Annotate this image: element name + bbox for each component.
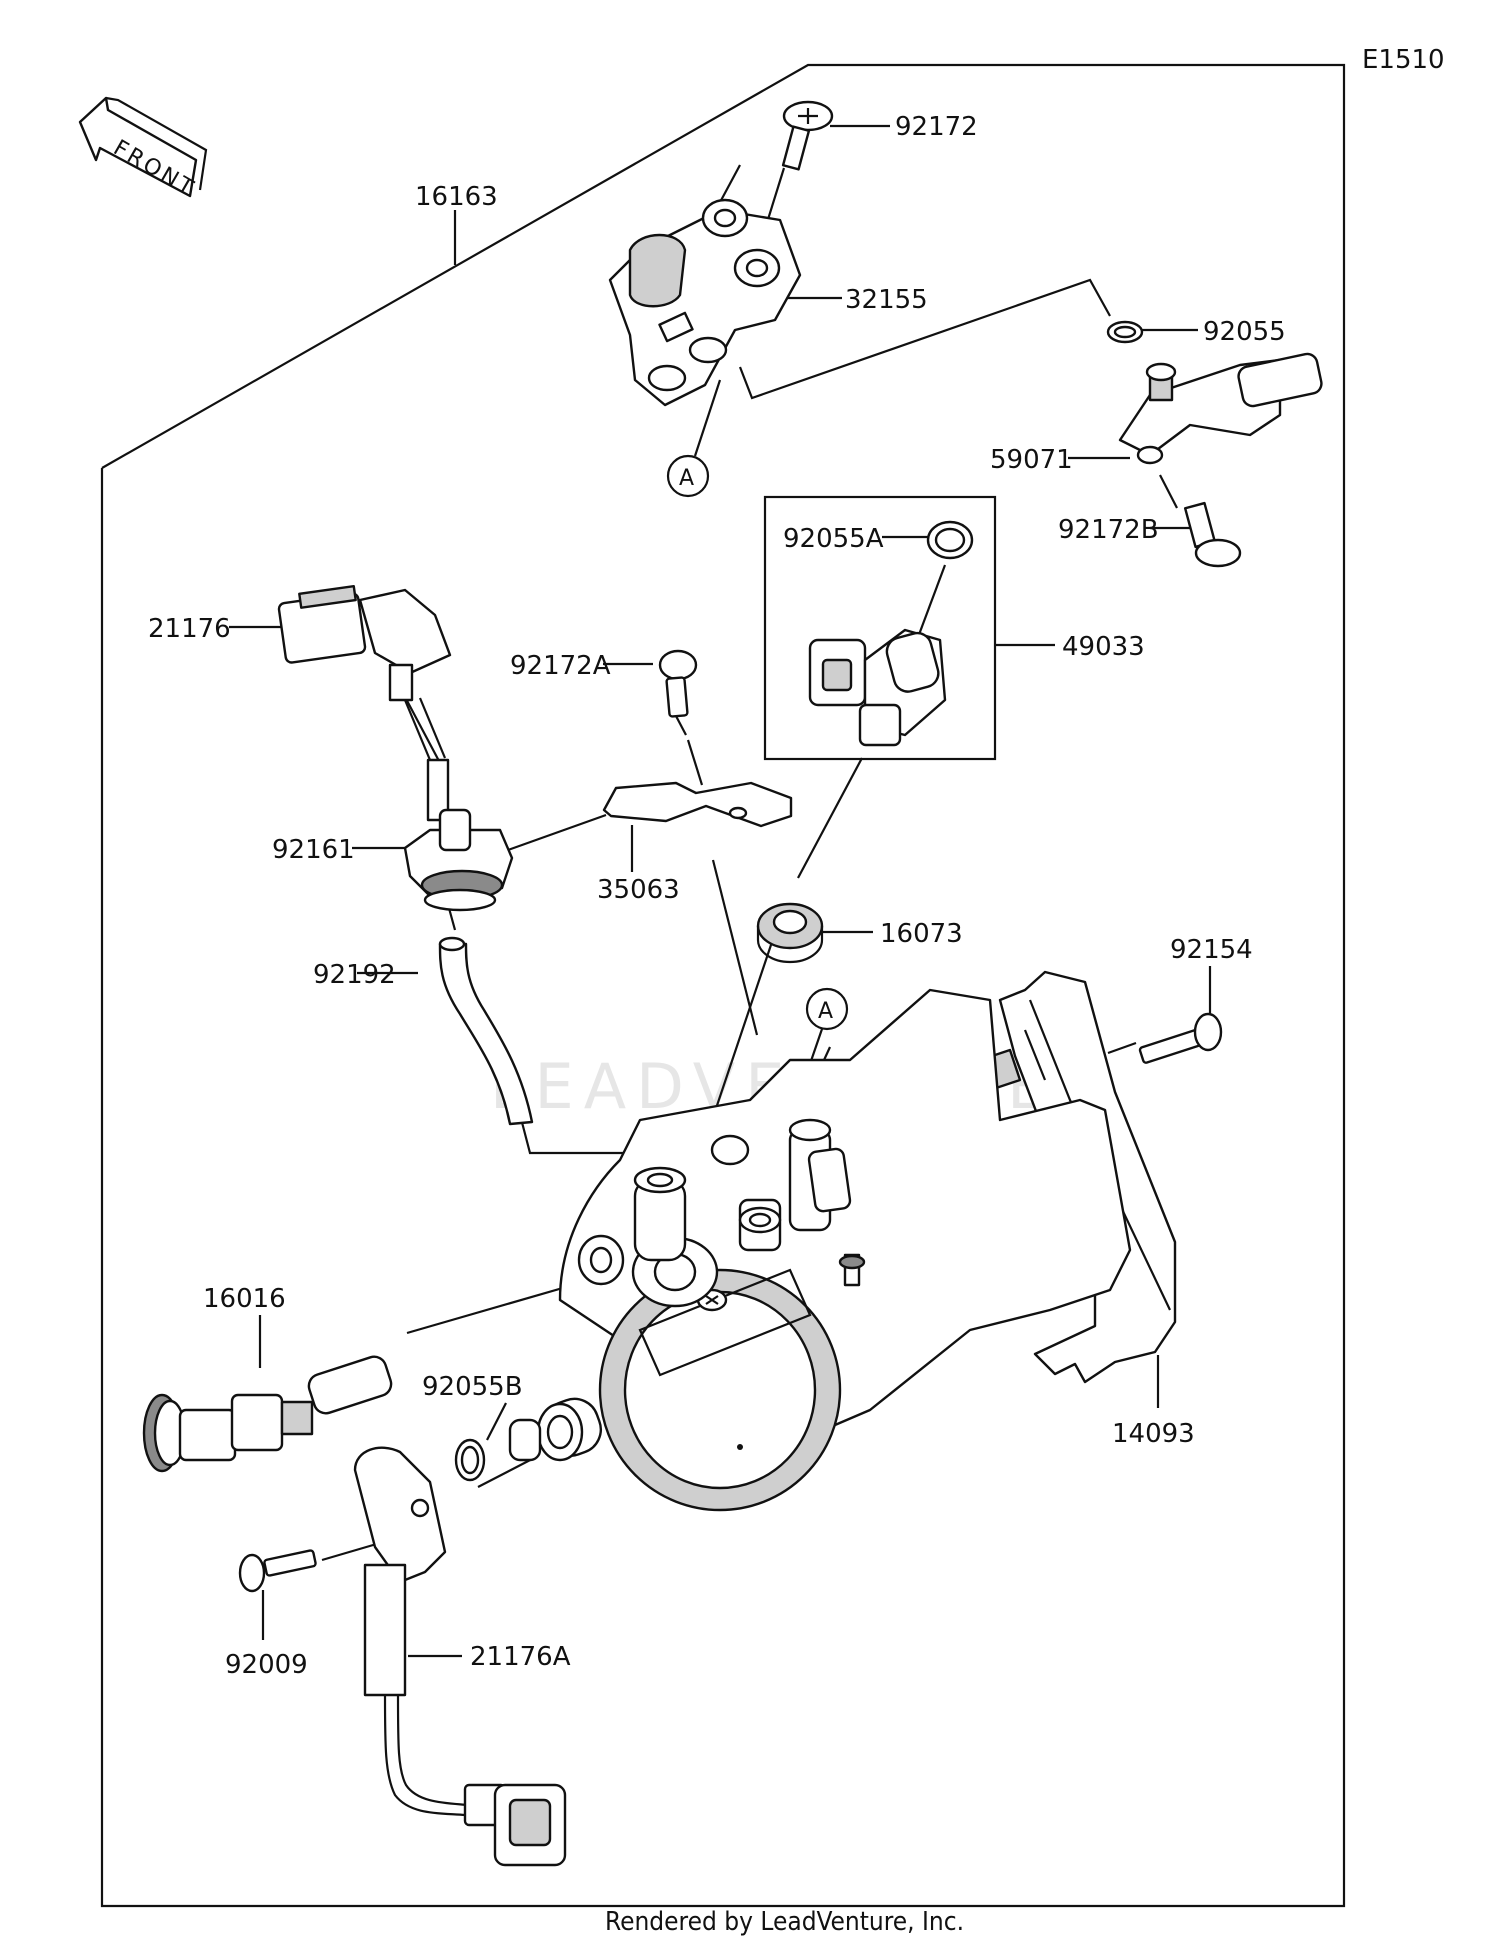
- label-49033: 49033: [1062, 632, 1145, 662]
- svg-text:A: A: [679, 466, 694, 491]
- label-92055: 92055: [1203, 317, 1286, 347]
- label-14093: 14093: [1112, 1419, 1195, 1449]
- grommet-92161[interactable]: [403, 808, 514, 912]
- sensor-32155[interactable]: [608, 198, 802, 407]
- screw-92009[interactable]: [238, 1549, 317, 1593]
- bolt-92172A[interactable]: [658, 649, 698, 718]
- footer-credit: Rendered by LeadVenture, Inc.: [605, 1907, 964, 1937]
- screw-92172[interactable]: [781, 100, 834, 171]
- label-35063: 35063: [597, 875, 680, 905]
- label-92172: 92172: [895, 112, 978, 142]
- label-92154: 92154: [1170, 935, 1253, 965]
- label-92172B: 92172B: [1058, 515, 1159, 545]
- front-arrow-icon: FRONT: [78, 96, 208, 202]
- label-92009: 92009: [225, 1650, 308, 1680]
- idle-screw-16016[interactable]: [142, 1354, 394, 1473]
- grommet-16073[interactable]: [756, 902, 824, 964]
- sensor-49033[interactable]: [808, 628, 947, 747]
- oring-92055[interactable]: [1106, 320, 1144, 344]
- bracket-35063[interactable]: [602, 781, 793, 828]
- sensor-59071[interactable]: [1118, 352, 1323, 465]
- label-92192: 92192: [313, 960, 396, 990]
- label-32155: 32155: [845, 285, 928, 315]
- label-16016: 16016: [203, 1284, 286, 1314]
- label-92161: 92161: [272, 835, 355, 865]
- oring-92055A[interactable]: [926, 520, 974, 560]
- sensor-21176[interactable]: [277, 584, 452, 822]
- throttle-body[interactable]: [508, 988, 1132, 1512]
- label-92172A: 92172A: [510, 651, 611, 681]
- screw-92172B[interactable]: [1183, 501, 1242, 568]
- label-21176A: 21176A: [470, 1642, 571, 1672]
- sensor-kit-box: [763, 495, 997, 761]
- label-16073: 16073: [880, 919, 963, 949]
- label-92055B: 92055B: [422, 1372, 523, 1402]
- callout-a-top: A: [666, 454, 710, 498]
- sensor-21176A[interactable]: [353, 1446, 567, 1867]
- part-labels: 16163 92172 32155 92055 59071 92172B 920…: [148, 112, 1286, 1680]
- callout-a-body: A: [805, 987, 849, 1031]
- label-92055A: 92055A: [783, 524, 884, 554]
- label-16163: 16163: [415, 182, 498, 212]
- label-59071: 59071: [990, 445, 1073, 475]
- bolt-92154[interactable]: [1138, 1012, 1223, 1064]
- svg-text:A: A: [818, 999, 833, 1024]
- diagram-code: E1510: [1362, 45, 1445, 75]
- assembly-outline: [100, 63, 1346, 1908]
- label-21176: 21176: [148, 614, 231, 644]
- oring-92055B[interactable]: [454, 1438, 486, 1482]
- hose-92192[interactable]: [438, 936, 534, 1126]
- leader-lines: [229, 124, 1212, 1658]
